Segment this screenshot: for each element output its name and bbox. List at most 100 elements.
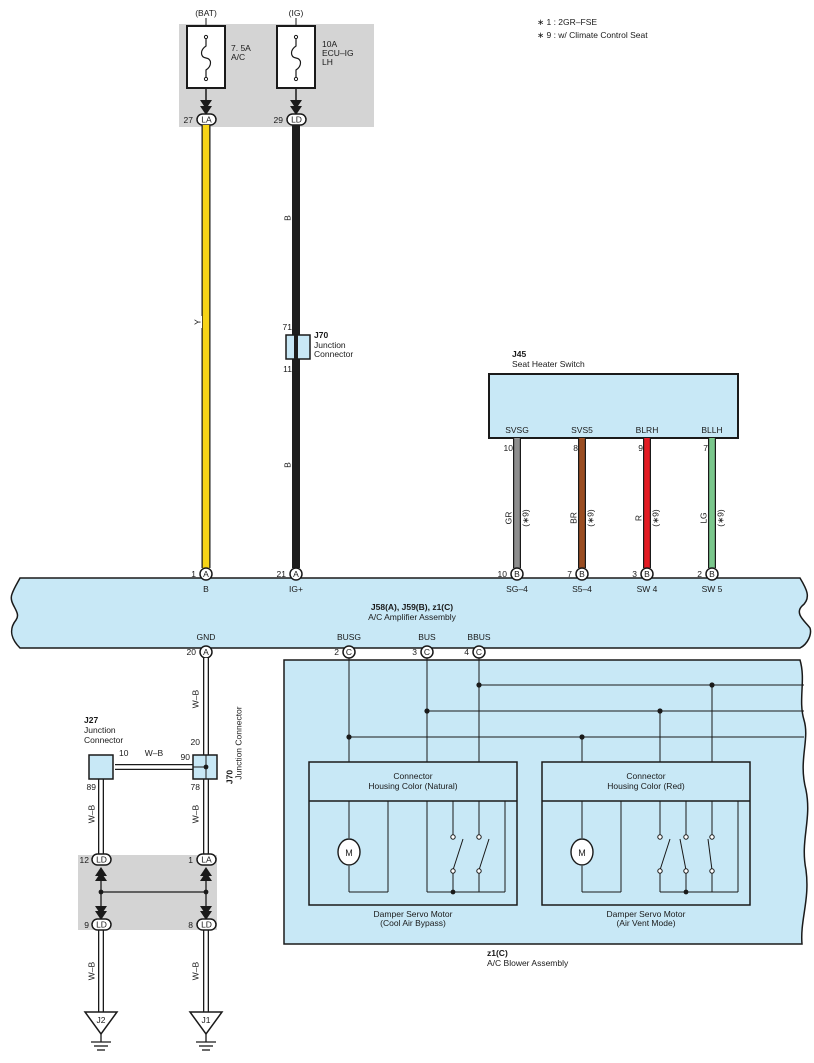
pin-number: 78 xyxy=(191,782,201,792)
connector-arrow-icon xyxy=(200,906,212,920)
wire-code: B xyxy=(282,462,292,468)
terminal-name: GND xyxy=(197,632,216,642)
bus-junction-dots xyxy=(346,682,715,740)
connector-arrow-icon xyxy=(290,100,302,115)
wire-lg: LG(∗9) xyxy=(698,438,725,568)
wire-code: B xyxy=(282,215,292,221)
connector-name: Connector xyxy=(314,349,353,359)
connector-name: Junction xyxy=(84,725,116,735)
note-1: ∗ 1 : 2GR–FSE xyxy=(537,17,597,27)
fuse-icon xyxy=(290,37,302,79)
pin-number: 2 xyxy=(697,569,702,579)
servo-motor-air-vent-mode: Connector Housing Color (Red) xyxy=(541,761,751,928)
ground-icon xyxy=(188,1011,224,1036)
pin-number: 27 xyxy=(184,115,194,125)
terminal-name: BUS xyxy=(418,632,436,642)
wire-br: BR(∗9) xyxy=(568,438,595,568)
wire-code: W–B xyxy=(86,961,96,980)
motor-symbol: M xyxy=(578,848,586,858)
connector-label: B xyxy=(644,569,650,579)
connector-id: J27 xyxy=(84,715,98,725)
wire-code: W–B xyxy=(190,804,200,823)
pin-number: 21 xyxy=(277,569,287,579)
pin-number: 9 xyxy=(638,443,643,453)
pin-number: 10 xyxy=(504,443,514,453)
motor-icon: M xyxy=(337,838,361,866)
component-name: Damper Servo Motor xyxy=(607,909,686,919)
wire-code: BR xyxy=(568,512,578,524)
wire-code: W–B xyxy=(190,961,200,980)
terminal-name: S5–4 xyxy=(572,584,592,594)
pin-number: 11 xyxy=(283,364,292,374)
connector-label: LD xyxy=(201,920,212,930)
junction-connector-1: LA 1 xyxy=(188,853,217,881)
wire-note: (∗9) xyxy=(520,509,530,527)
housing-label: Housing Color (Red) xyxy=(607,781,685,791)
component-name: (Air Vent Mode) xyxy=(616,918,675,928)
pin-number: 8 xyxy=(573,443,578,453)
connector-label: A xyxy=(203,569,209,579)
connector-id: J70 xyxy=(224,770,234,784)
fuse-name: ECU–IG xyxy=(322,48,354,58)
switch-terminal-svs5: SVS5 8 xyxy=(571,425,593,453)
note-2: ∗ 9 : w/ Climate Control Seat xyxy=(537,30,648,40)
ground-id: J2 xyxy=(97,1015,106,1025)
connector-label: LD xyxy=(96,920,107,930)
component-name: A/C Amplifier Assembly xyxy=(368,612,457,622)
j27-junction-connector: J27 Junction Connector 10 89 xyxy=(84,715,129,792)
connector-label: C xyxy=(476,647,482,657)
terminal-name: BUSG xyxy=(337,632,361,642)
pin-number: 1 xyxy=(188,855,193,865)
component-id: z1(C) xyxy=(487,948,508,958)
wire-note: (∗9) xyxy=(715,509,725,527)
seat-heater-switch: J45 Seat Heater Switch SVSG10SVS58BLRH9B… xyxy=(488,349,739,453)
pin-number: 71 xyxy=(283,322,293,332)
connector-arrow-icon xyxy=(95,906,107,920)
connector-label: C xyxy=(346,647,352,657)
pin-number: 9 xyxy=(84,920,89,930)
wire-code: W–B xyxy=(86,804,96,823)
terminal-name: BLRH xyxy=(636,425,659,435)
pin-number: 12 xyxy=(80,855,90,865)
connector-label: LD xyxy=(96,855,107,865)
component-id: J58(A), J59(B), z1(C) xyxy=(371,602,453,612)
connector-label: A xyxy=(293,569,299,579)
housing-label: Connector xyxy=(626,771,665,781)
j70-junction-bottom: 90 20 78 J70 Junction Connector xyxy=(181,706,244,792)
pin-number: 4 xyxy=(464,647,469,657)
terminal-name: BLLH xyxy=(701,425,722,435)
fuse-source: (IG) xyxy=(289,8,304,18)
connector-arrow-icon xyxy=(95,867,107,881)
pin-number: 7 xyxy=(703,443,708,453)
switch-terminal-bllh: BLLH 7 xyxy=(701,425,722,453)
fuse-rating: 10A xyxy=(322,39,337,49)
housing-label: Connector xyxy=(393,771,432,781)
pin-number: 3 xyxy=(632,569,637,579)
terminal-name: IG+ xyxy=(289,584,303,594)
housing-label: Housing Color (Natural) xyxy=(368,781,457,791)
fuse-rating: 7. 5A xyxy=(231,43,251,53)
connector-label: B xyxy=(579,569,585,579)
ground-wiring: W–B W–B W–B W–B W–B W–B J27 Junction Con… xyxy=(78,658,244,1051)
terminal-name: BBUS xyxy=(467,632,490,642)
junction-connector-9: LD 9 xyxy=(84,906,112,931)
connector-label: B xyxy=(709,569,715,579)
connector-name: Connector xyxy=(84,735,123,745)
amp-pin-ig: A 21 IG+ xyxy=(277,567,303,594)
wire-code: GR xyxy=(503,512,513,525)
connector-label: A xyxy=(203,647,209,657)
terminal-name: SVS5 xyxy=(571,425,593,435)
terminal-name: SW 4 xyxy=(637,584,658,594)
wire-y: Y xyxy=(192,125,211,568)
pin-number: 20 xyxy=(187,647,197,657)
connector-label: LA xyxy=(201,855,212,865)
connector-name: Junction xyxy=(314,340,346,350)
component-name: A/C Blower Assembly xyxy=(487,958,569,968)
amp-pin-busg: BUSG C 2 xyxy=(334,632,361,659)
terminal-name: SW 5 xyxy=(702,584,723,594)
